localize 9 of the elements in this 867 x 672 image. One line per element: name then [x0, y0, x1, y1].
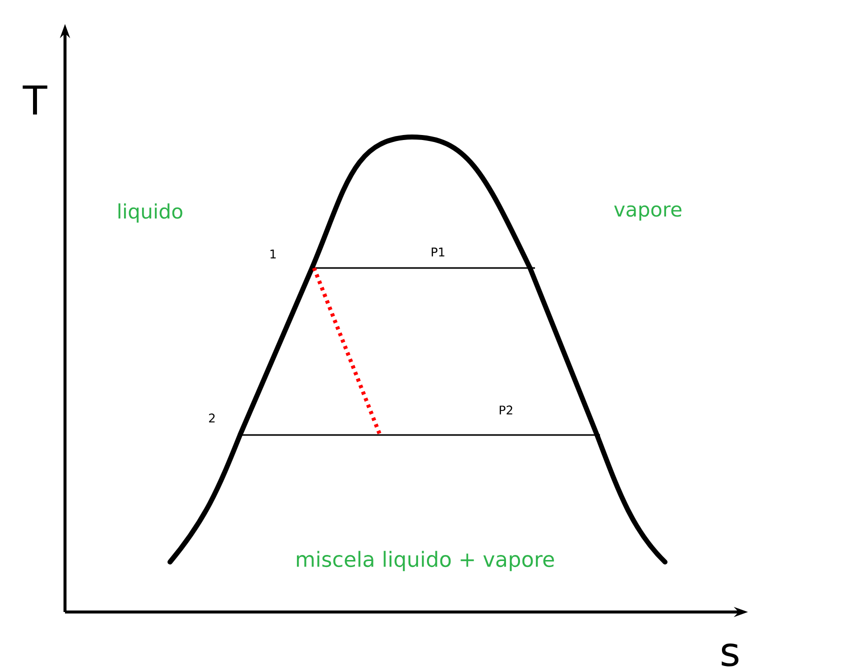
region-label: liquido: [118, 203, 182, 223]
pressure-label: P1: [432, 248, 444, 256]
region-label: vapore: [614, 205, 682, 221]
axis-label: s: [722, 644, 738, 666]
pressure-label: P2: [500, 406, 512, 414]
point-label: 1: [270, 250, 276, 258]
region-label: miscela liquido + vapore: [296, 550, 554, 572]
axis-label: T: [22, 85, 48, 115]
point-label: 2: [209, 414, 215, 422]
